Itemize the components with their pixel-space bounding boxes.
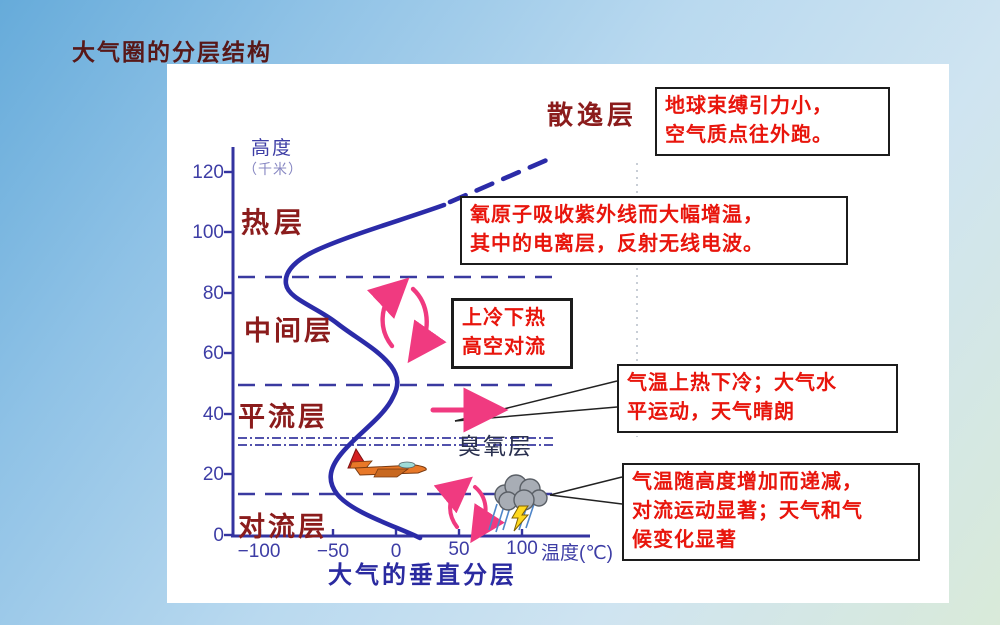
lightning-icon [511, 505, 530, 532]
y-tick-label: 20 [202, 464, 224, 485]
y-axis-unit: （千米） [243, 161, 303, 177]
layer-label-exosphere: 散逸层 [547, 100, 638, 130]
layer-label-mesosphere: 中间层 [244, 316, 334, 346]
x-tick-label: 0 [390, 541, 402, 562]
layer-label-stratosphere: 平流层 [238, 402, 328, 432]
callout-stratosphere: 气温上热下冷；大气水 平运动，天气晴朗 [617, 364, 898, 433]
callout-line: 空气质点往外跑。 [665, 124, 833, 146]
y-tick-label: 40 [202, 404, 224, 425]
callout-thermosphere: 氧原子吸收紫外线而大幅增温， 其中的电离层，反射无线电波。 [460, 196, 848, 265]
troposphere-callout-pointer [549, 476, 623, 505]
callout-line: 平运动，天气晴朗 [627, 401, 795, 423]
y-tick-label: 0 [213, 525, 224, 546]
callout-line: 候变化显著 [632, 529, 737, 551]
x-tick-label: −100 [237, 541, 281, 562]
storm-cloud-icon [488, 474, 548, 533]
y-tick-label: 120 [192, 162, 224, 183]
y-tick-label: 80 [202, 283, 224, 304]
page-title: 大气圈的分层结构 [72, 39, 272, 65]
curve-dashed-extension [447, 153, 559, 205]
callout-line: 其中的电离层，反射无线电波。 [470, 233, 764, 255]
callout-mesosphere: 上冷下热 高空对流 [451, 298, 573, 369]
y-tick-marks [224, 170, 233, 537]
x-tick-label: 100 [506, 538, 538, 559]
x-tick-label: 50 [448, 539, 470, 560]
callout-line: 对流运动显著；天气和气 [632, 500, 863, 522]
callout-line: 气温上热下冷；大气水 [627, 372, 837, 394]
callout-line: 氧原子吸收紫外线而大幅增温， [470, 204, 764, 226]
callout-line: 高空对流 [462, 336, 546, 358]
x-tick-marks [258, 529, 524, 537]
callout-troposphere: 气温随高度增加而递减， 对流运动显著；天气和气 候变化显著 [622, 463, 920, 561]
layer-label-thermosphere: 热层 [241, 207, 308, 238]
callout-line: 气温随高度增加而递减， [632, 471, 863, 493]
x-tick-label: −50 [316, 541, 350, 562]
callout-exosphere: 地球束缚引力小， 空气质点往外跑。 [655, 87, 890, 156]
layer-label-ozone: 臭氧层 [458, 433, 533, 459]
callout-line: 上冷下热 [462, 307, 546, 329]
y-tick-label: 60 [202, 343, 224, 364]
x-axis-title: 温度(℃) [541, 543, 613, 564]
y-axis-title: 高度 [251, 138, 294, 159]
layer-label-troposphere: 对流层 [238, 512, 328, 542]
airplane-icon [347, 447, 427, 478]
cloud-puffs [494, 474, 548, 511]
ozone-layer-lines [238, 437, 556, 446]
mesosphere-convection-arrows-icon [367, 277, 447, 364]
callout-line: 地球束缚引力小， [665, 95, 833, 117]
troposphere-convection-arrows-icon [433, 476, 505, 544]
y-tick-label: 100 [192, 222, 224, 243]
stratosphere-callout-pointer [454, 380, 618, 422]
temperature-profile-curve [283, 202, 447, 541]
chart-caption: 大气的垂直分层 [328, 562, 517, 589]
